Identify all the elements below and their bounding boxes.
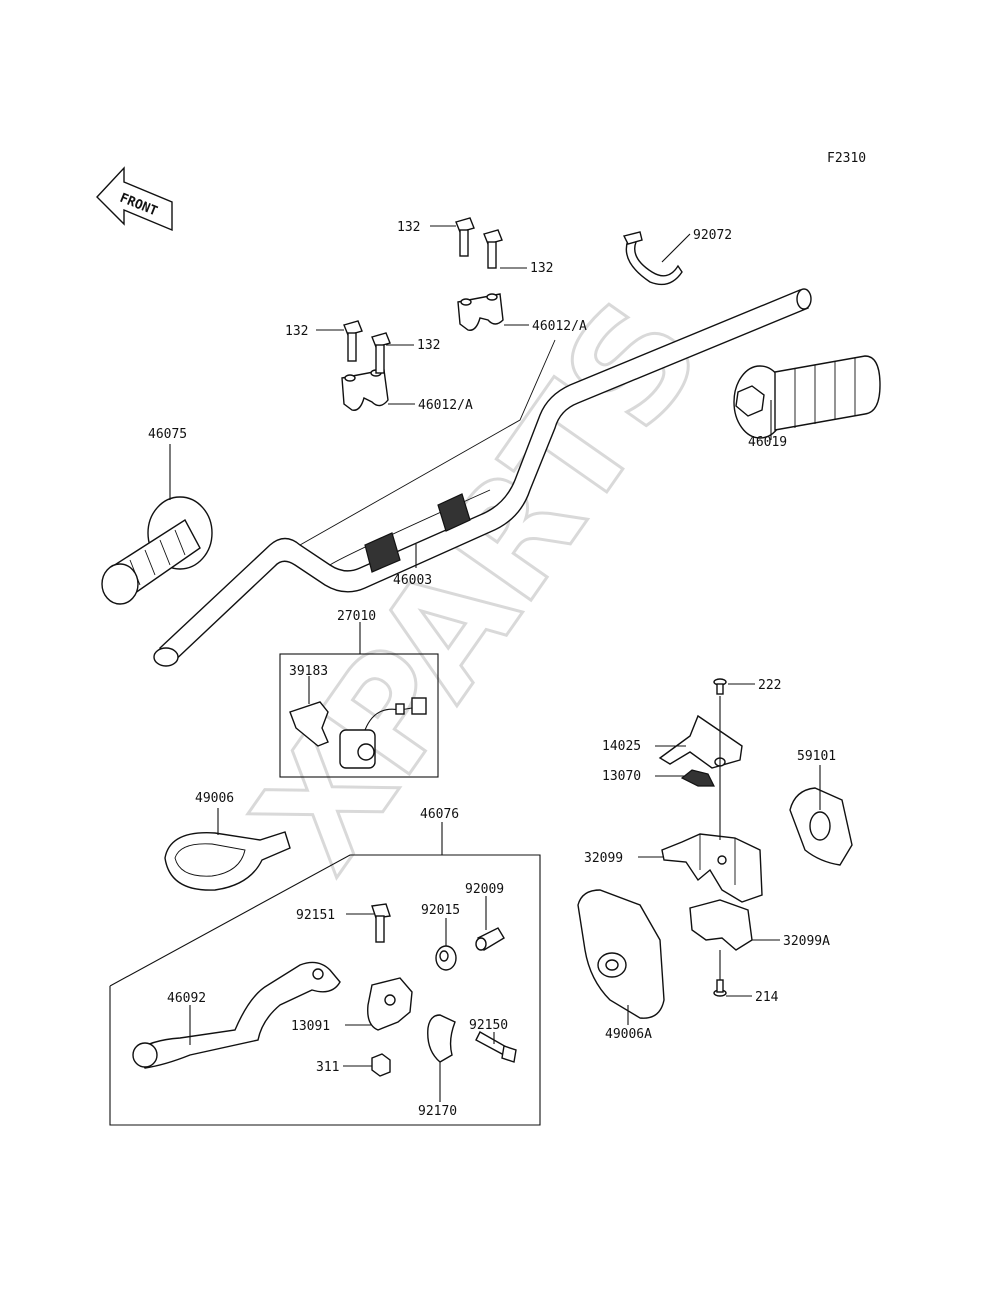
lower-clamp-46012a — [341, 369, 389, 411]
label-32099a: 32099A — [783, 934, 830, 949]
label-214: 214 — [755, 990, 779, 1005]
engine-stop-switch — [339, 697, 427, 769]
label-92151: 92151 — [296, 908, 335, 923]
leader-lines — [169, 225, 821, 1102]
band-92072 — [622, 231, 683, 286]
screw-222 — [713, 678, 727, 695]
label-92170: 92170 — [418, 1104, 457, 1119]
label-92072: 92072 — [693, 228, 732, 243]
label-49006a: 49006A — [605, 1027, 652, 1042]
part-labels: 132 132 132 132 46012/A 46012/A 92072 46… — [148, 220, 836, 1119]
plate-14025 — [658, 714, 743, 769]
adjuster-92009 — [475, 927, 505, 951]
label-49006: 49006 — [195, 791, 234, 806]
label-311: 311 — [316, 1060, 339, 1075]
bolt-92151 — [371, 903, 391, 943]
label-27010: 27010 — [337, 609, 376, 624]
label-92009: 92009 — [465, 882, 504, 897]
collar-92015 — [435, 945, 457, 971]
cover-49006 — [164, 831, 291, 891]
label-46019: 46019 — [748, 435, 787, 450]
bolt-132-c — [343, 320, 363, 362]
lever-46092 — [132, 961, 341, 1069]
label-132-d: 132 — [417, 338, 440, 353]
label-92015: 92015 — [421, 903, 460, 918]
label-46075: 46075 — [148, 427, 187, 442]
grip-46075 — [101, 496, 213, 605]
label-46076: 46076 — [420, 807, 459, 822]
label-132-a: 132 — [397, 220, 420, 235]
label-39183: 39183 — [289, 664, 328, 679]
bolt-132-a — [455, 217, 475, 257]
label-46012a-lower: 46012/A — [418, 398, 473, 413]
upper-clamp-46012a — [457, 293, 504, 331]
label-14025: 14025 — [602, 739, 641, 754]
diagram-code: F2310 — [827, 151, 866, 166]
nut-311 — [371, 1053, 391, 1077]
front-arrow-icon: FRONT — [96, 166, 173, 232]
label-46012a-upper: 46012/A — [532, 319, 587, 334]
switch-assy-27010-frame — [279, 653, 439, 778]
bolt-92150 — [475, 1031, 517, 1063]
lever-holder-13091 — [367, 977, 413, 1031]
holder-39183 — [289, 701, 329, 747]
case-32099a — [689, 899, 753, 951]
grip-46019 — [733, 355, 881, 439]
label-13091: 13091 — [291, 1019, 330, 1034]
label-46092: 46092 — [167, 991, 206, 1006]
bolt-132-b — [483, 229, 503, 269]
lever-assy-46076-frame — [109, 854, 541, 1126]
clamp-92170 — [427, 1014, 456, 1063]
label-222: 222 — [758, 678, 781, 693]
screw-214 — [713, 979, 727, 997]
cover-49006a — [577, 889, 665, 1019]
handlebar-46003 — [153, 288, 812, 667]
label-132-c: 132 — [285, 324, 308, 339]
cover-59101 — [789, 787, 853, 866]
guide-13070 — [680, 769, 715, 787]
label-32099: 32099 — [584, 851, 623, 866]
label-46003: 46003 — [393, 573, 432, 588]
label-59101: 59101 — [797, 749, 836, 764]
label-92150: 92150 — [469, 1018, 508, 1033]
label-132-b: 132 — [530, 261, 553, 276]
label-13070: 13070 — [602, 769, 641, 784]
case-32099 — [661, 833, 763, 903]
bolt-132-d — [371, 332, 391, 374]
